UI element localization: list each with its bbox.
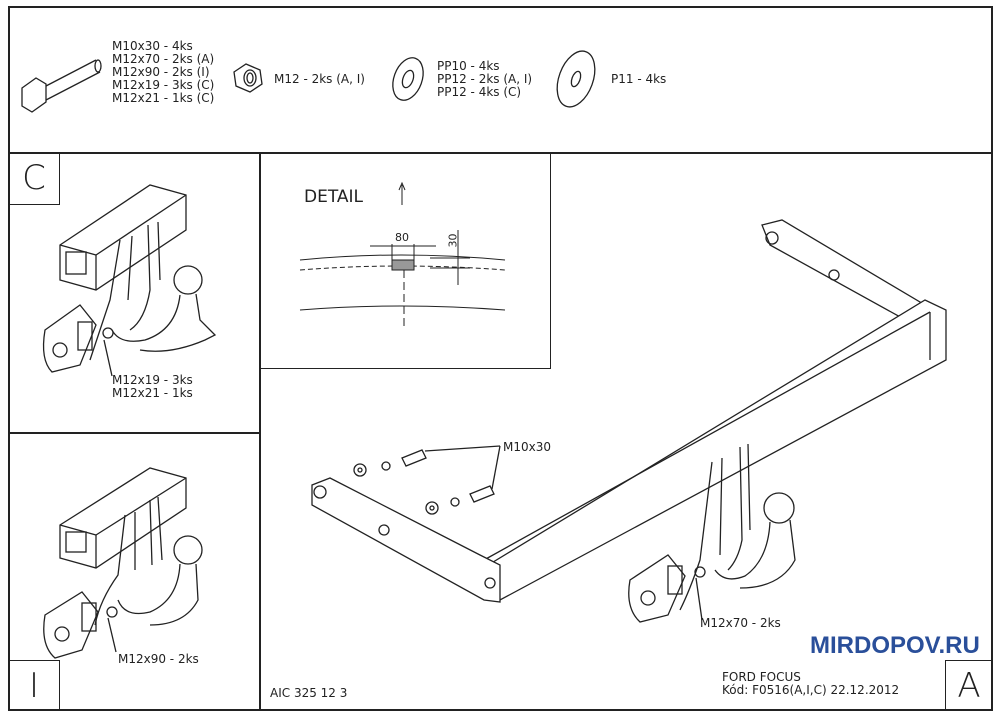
panel-i-label: I — [8, 660, 60, 711]
washer-item: PP12 - 2ks (A, I) — [437, 72, 533, 86]
detail-dim-width: 80 — [395, 231, 409, 244]
large-washer-icon — [556, 50, 596, 108]
callout-line: M12x19 - 3ks — [112, 373, 193, 387]
bolt-icon — [21, 59, 102, 113]
drawing-code: AIC 325 12 3 — [270, 686, 348, 700]
nut-label: M12 - 2ks (A, I) — [274, 72, 365, 86]
washer-item: PP12 - 4ks (C) — [437, 85, 522, 99]
ball-callout: M12x70 - 2ks — [700, 616, 781, 630]
nut-icon — [233, 63, 263, 93]
detail-drawing — [299, 181, 506, 330]
large-washer-label: P11 - 4ks — [611, 72, 667, 86]
model-code: Kód: F0516(A,I,C) 22.12.2012 — [722, 683, 900, 697]
bolt-item: M12x19 - 3ks (C) — [112, 78, 215, 92]
model-info: FORD FOCUS Kód: F0516(A,I,C) 22.12.2012 — [722, 671, 899, 697]
bolt-item: M10x30 - 4ks — [112, 39, 193, 53]
parts-panel — [8, 6, 993, 154]
model-name: FORD FOCUS — [722, 670, 801, 684]
detail-title: DETAIL — [304, 187, 364, 207]
detail-panel — [259, 152, 551, 369]
panel-i-callout: M12x90 - 2ks — [118, 652, 199, 666]
panel-c-label: C — [8, 152, 60, 205]
bolt-list: M10x30 - 4ks M12x70 - 2ks (A) M12x90 - 2… — [112, 40, 214, 105]
panel-a-label: A — [945, 660, 993, 711]
bolt-item: M12x90 - 2ks (I) — [112, 65, 210, 79]
main-hitch-drawing — [311, 219, 947, 623]
panel-c-callout: M12x19 - 3ks M12x21 - 1ks — [112, 374, 193, 400]
hitch-c-drawing — [42, 184, 217, 377]
washer-icon — [392, 57, 424, 101]
bolt-item: M12x21 - 1ks (C) — [112, 91, 215, 105]
panel-i — [8, 432, 261, 711]
bolt-callout: M10x30 — [503, 440, 551, 454]
bolt-item: M12x70 - 2ks (A) — [112, 52, 215, 66]
washer-list: PP10 - 4ks PP12 - 2ks (A, I) PP12 - 4ks … — [437, 60, 532, 99]
callout-line: M12x21 - 1ks — [112, 386, 193, 400]
hitch-i-drawing — [43, 467, 203, 659]
washer-item: PP10 - 4ks — [437, 59, 500, 73]
watermark: MIRDOPOV.RU — [810, 632, 980, 659]
